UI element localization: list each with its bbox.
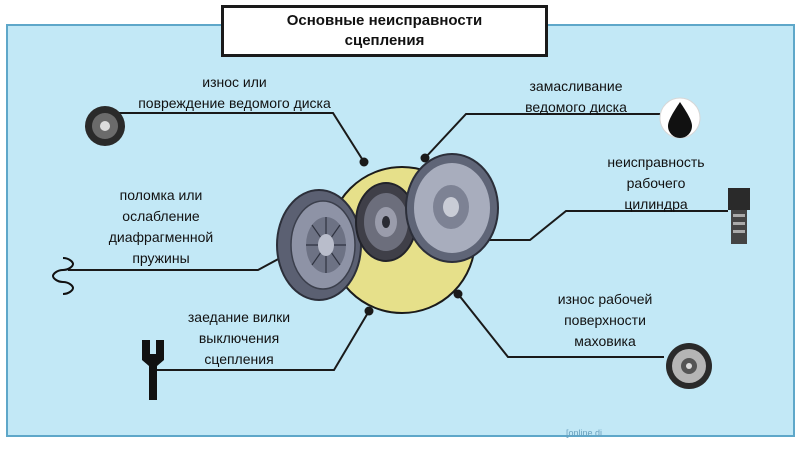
driven-disc-image: [355, 182, 417, 262]
watermark: [online di: [566, 428, 603, 438]
clutch-disc-icon: [85, 106, 125, 146]
label-fork: заедание вилки выключения сцепления: [187, 309, 291, 367]
oil-drop-icon: [659, 97, 701, 139]
title-box: Основные неисправности сцепления: [221, 5, 548, 57]
leader-cylinder: [483, 210, 728, 241]
leader-dots: [359, 153, 463, 316]
label-cylinder: неисправность рабочего цилиндра: [607, 154, 705, 212]
label-spring: поломка или ослабление диафрагменной пру…: [108, 187, 214, 266]
leader-flywheel: [457, 293, 664, 358]
leader-lines: [68, 112, 728, 371]
label-oiling: замасливание ведомого диска: [525, 78, 627, 115]
leader-spring: [68, 256, 283, 271]
flywheel-image: [405, 153, 499, 263]
leader-fork: [152, 310, 370, 371]
pressure-plate-image: [276, 189, 362, 301]
flywheel-icon: [666, 343, 712, 389]
release-fork-icon: [142, 340, 164, 400]
leader-oiling: [424, 113, 660, 159]
label-disc-wear: износ или повреждение ведомого диска: [138, 74, 331, 111]
leader-disc-wear: [107, 112, 365, 163]
coil-spring-icon: [51, 257, 75, 295]
page-title: Основные неисправности сцепления: [286, 12, 483, 49]
slave-cylinder-icon: [728, 188, 750, 244]
label-flywheel: износ рабочей поверхности маховика: [557, 291, 653, 349]
